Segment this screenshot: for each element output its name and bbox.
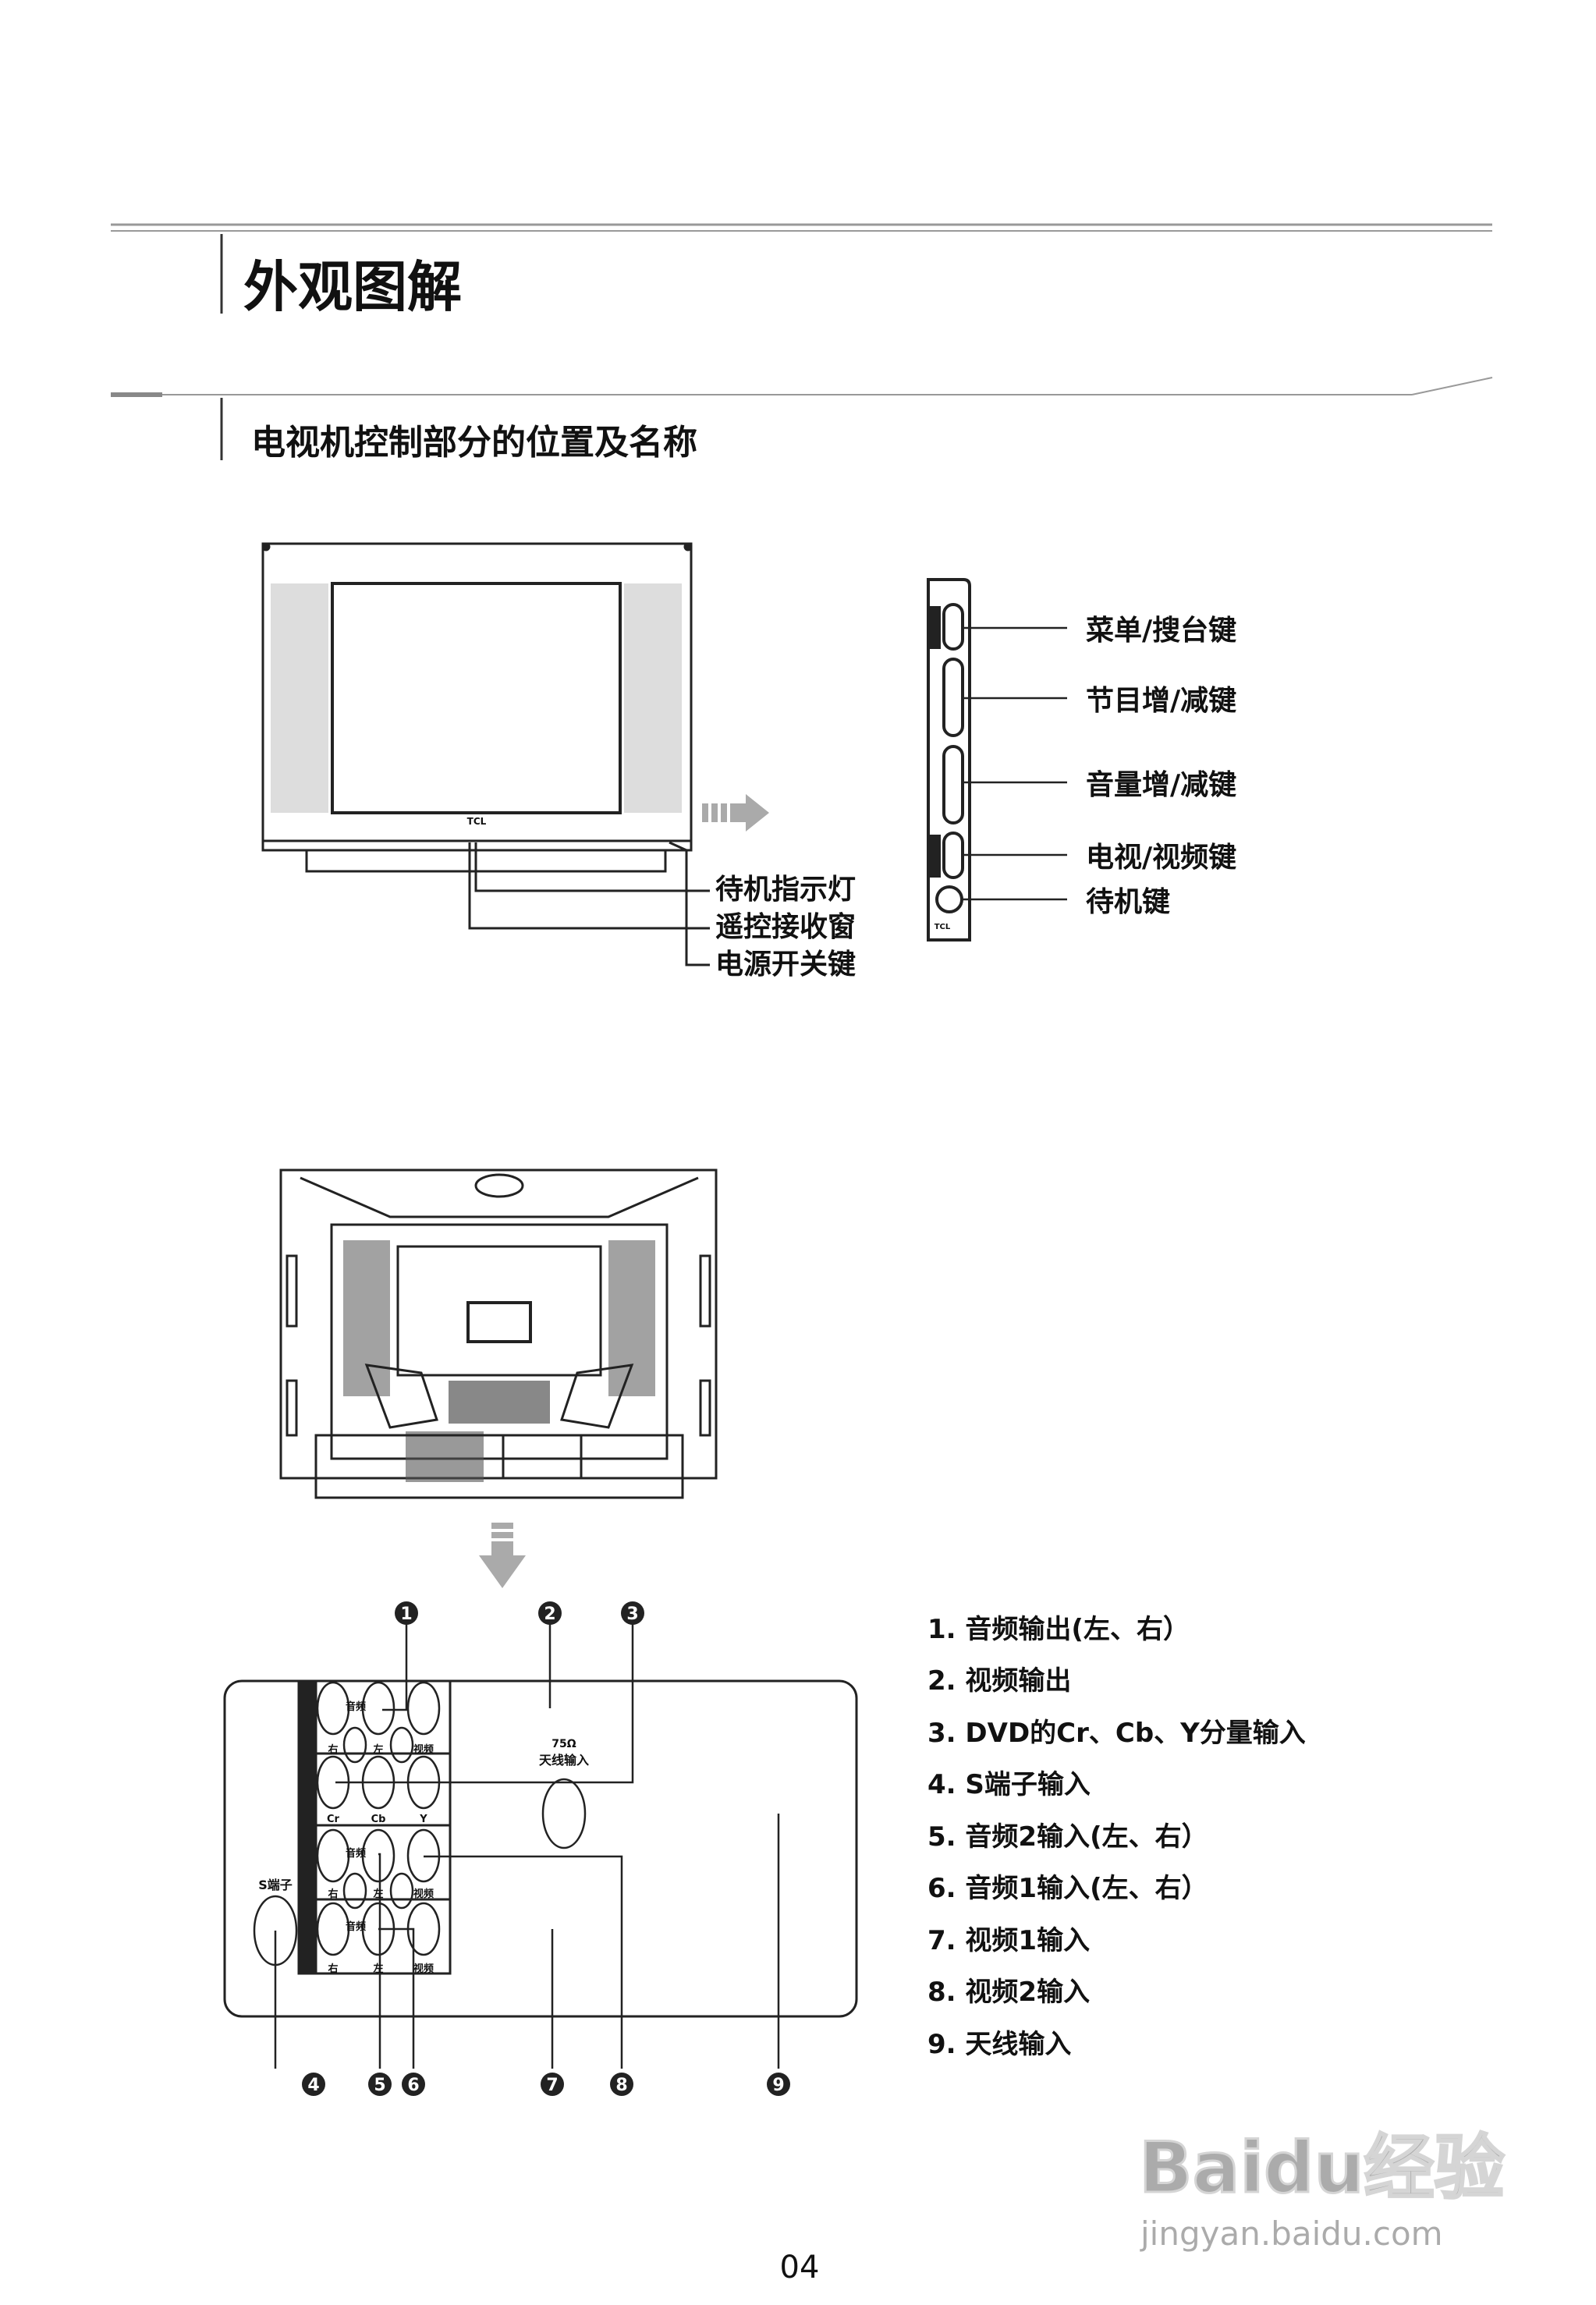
jack-label: Y <box>419 1814 427 1825</box>
svg-text:7: 7 <box>546 2076 558 2095</box>
jack-label: 左 <box>373 1888 383 1900</box>
legend-item: 6. 音频1输入(左、右） <box>927 1873 1208 1904</box>
tv-front-illustration <box>261 542 710 966</box>
marker-7: 7 <box>541 2073 564 2096</box>
marker-3: 3 <box>621 1601 644 1625</box>
page-number: 04 <box>780 2250 820 2285</box>
callout-power-switch: 电源开关键 <box>715 949 856 981</box>
legend-item: 9. 天线输入 <box>927 2029 1071 2060</box>
jack-label: 音频 <box>346 1847 366 1860</box>
callout-program-key: 节目增/减键 <box>1086 685 1236 717</box>
jack-label: 音频 <box>346 1920 366 1933</box>
side-panel-brand: TCL <box>935 923 951 931</box>
antenna-label: 天线输入 <box>539 1753 589 1768</box>
jack-label: 右 <box>327 1888 338 1900</box>
marker-5: 5 <box>368 2073 392 2096</box>
connector-legend: 1. 音频输出(左、右） 2. 视频输出 3. DVD的Cr、Cb、Y分量输入 … <box>927 1614 1306 2060</box>
baidu-watermark: Baidu经验 jingyan.baidu.com <box>1138 2126 1506 2254</box>
watermark-url: jingyan.baidu.com <box>1140 2215 1443 2253</box>
side-control-panel <box>927 578 1067 942</box>
svg-text:9: 9 <box>772 2076 784 2095</box>
legend-item: 2. 视频输出 <box>927 1665 1071 1697</box>
page-title: 外观图解 <box>243 255 462 319</box>
callout-remote-receiver: 遥控接收窗 <box>715 911 856 943</box>
right-arrow-icon <box>702 794 769 832</box>
callout-tv-av-key: 电视/视频键 <box>1086 842 1236 874</box>
jack-label: 左 <box>373 1963 383 1975</box>
numbered-markers: 1 2 3 4 5 6 7 8 9 <box>302 1601 790 2096</box>
callout-volume-key: 音量增/减键 <box>1086 769 1236 801</box>
svg-text:5: 5 <box>374 2076 385 2095</box>
callout-standby-indicator: 待机指示灯 <box>715 874 856 906</box>
antenna-ohm-label: 75Ω <box>552 1738 576 1750</box>
marker-2: 2 <box>538 1601 562 1625</box>
marker-8: 8 <box>610 2073 633 2096</box>
header-rules <box>111 223 1493 460</box>
jack-label: 右 <box>327 1743 338 1756</box>
legend-item: 5. 音频2输入(左、右） <box>927 1821 1208 1853</box>
legend-item: 8. 视频2输入 <box>927 1977 1090 2008</box>
jack-label: 音频 <box>346 1700 366 1713</box>
svg-text:4: 4 <box>307 2076 319 2095</box>
jack-label: 右 <box>327 1963 338 1975</box>
jack-label: 视频 <box>413 1743 434 1756</box>
legend-item: 3. DVD的Cr、Cb、Y分量输入 <box>927 1718 1306 1749</box>
legend-item: 1. 音频输出(左、右） <box>927 1614 1190 1645</box>
section-subtitle: 电视机控制部分的位置及名称 <box>251 423 697 463</box>
jack-label: Cb <box>371 1814 386 1825</box>
tv-rear-illustration <box>279 1168 718 1499</box>
watermark-brand: Baidu经验 <box>1139 2127 1505 2209</box>
svg-text:2: 2 <box>544 1605 555 1624</box>
tv-brand-logo: TCL <box>467 816 487 827</box>
marker-1: 1 <box>395 1601 418 1625</box>
legend-item: 7. 视频1输入 <box>927 1925 1090 1956</box>
jack-label: 视频 <box>413 1963 434 1975</box>
marker-6: 6 <box>402 2073 425 2096</box>
svg-text:1: 1 <box>400 1605 412 1624</box>
legend-item: 4. S端子输入 <box>927 1769 1091 1800</box>
jack-labels: 右 音频 左 视频 Cr Cb Y 右 音频 左 视频 右 音频 左 视频 S端… <box>258 1700 589 1975</box>
jack-label: 左 <box>373 1743 383 1756</box>
jack-panel <box>223 1624 858 2069</box>
svg-text:3: 3 <box>626 1605 638 1624</box>
down-arrow-icon <box>479 1523 526 1588</box>
jack-label: Cr <box>327 1814 340 1825</box>
s-terminal-label: S端子 <box>258 1878 293 1892</box>
callout-menu-key: 菜单/搜台键 <box>1086 615 1236 647</box>
svg-text:8: 8 <box>615 2076 627 2095</box>
marker-4: 4 <box>302 2073 325 2096</box>
marker-9: 9 <box>767 2073 790 2096</box>
svg-text:6: 6 <box>407 2076 419 2095</box>
callout-standby-key: 待机键 <box>1086 886 1170 918</box>
jack-label: 视频 <box>413 1888 434 1900</box>
